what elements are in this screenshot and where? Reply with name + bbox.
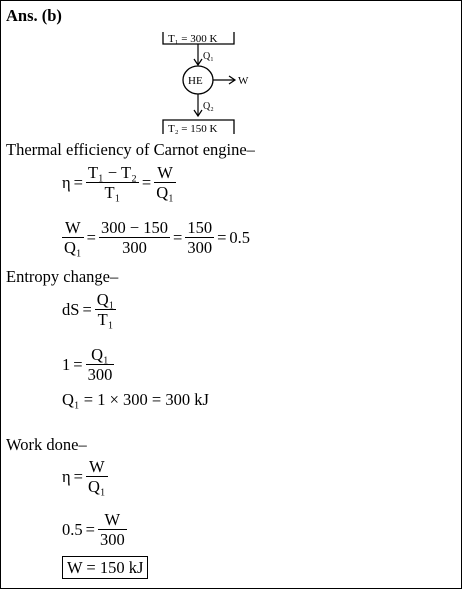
fraction: W Q₁: [154, 163, 176, 202]
fraction: W Q₁: [62, 218, 84, 257]
arrow-right-icon: [228, 75, 237, 85]
efficiency-value-equation: W Q₁ = 300 − 150 300 = 150 300 = 0.5: [62, 218, 251, 257]
entropy-title: Entropy change–: [6, 267, 119, 286]
heat-in-label: Q₁: [203, 51, 214, 62]
heat-engine-diagram: T₁ = 300 K Q₁ HE W Q₂ T₂ = 150 K: [162, 32, 249, 135]
fraction: Q₁ T₁: [94, 290, 117, 329]
fraction: W Q₁: [85, 457, 108, 496]
arrow-down-icon: [193, 109, 203, 118]
hot-reservoir-label: T₁ = 300 K: [168, 33, 218, 45]
final-answer-box: W = 150 kJ: [62, 556, 149, 579]
work-efficiency-equation: η = W Q₁: [62, 457, 108, 496]
fraction: T₁ − T₂ T₁: [85, 163, 139, 202]
fraction: 150 300: [185, 218, 215, 257]
entropy-value-equation: 1 = Q₁ 300: [62, 345, 115, 384]
entropy-equation: dS = Q₁ T₁: [62, 290, 117, 329]
work-value-equation: 0.5 = W 300: [62, 510, 127, 549]
cold-reservoir-label: T₂ = 150 K: [168, 123, 218, 135]
heat-out-label: Q₂: [203, 101, 214, 112]
fraction: 300 − 150 300: [98, 218, 171, 257]
answer-heading: Ans. (b): [6, 6, 62, 25]
arrow-down-icon: [193, 58, 203, 67]
heat-input-result: Q₁ = 1 × 300 = 300 kJ: [62, 390, 209, 409]
efficiency-equation: η = T₁ − T₂ T₁ = W Q₁: [62, 163, 176, 202]
answer-frame: [0, 0, 462, 589]
work-label: W: [238, 75, 249, 87]
work-title: Work done–: [6, 435, 87, 454]
cold-reservoir-bracket: [162, 119, 235, 134]
engine-label: HE: [188, 75, 203, 87]
efficiency-title: Thermal efficiency of Carnot engine–: [6, 140, 255, 159]
final-answer: W = 150 kJ: [62, 556, 149, 579]
fraction: Q₁ 300: [85, 345, 115, 384]
fraction: W 300: [97, 510, 127, 549]
